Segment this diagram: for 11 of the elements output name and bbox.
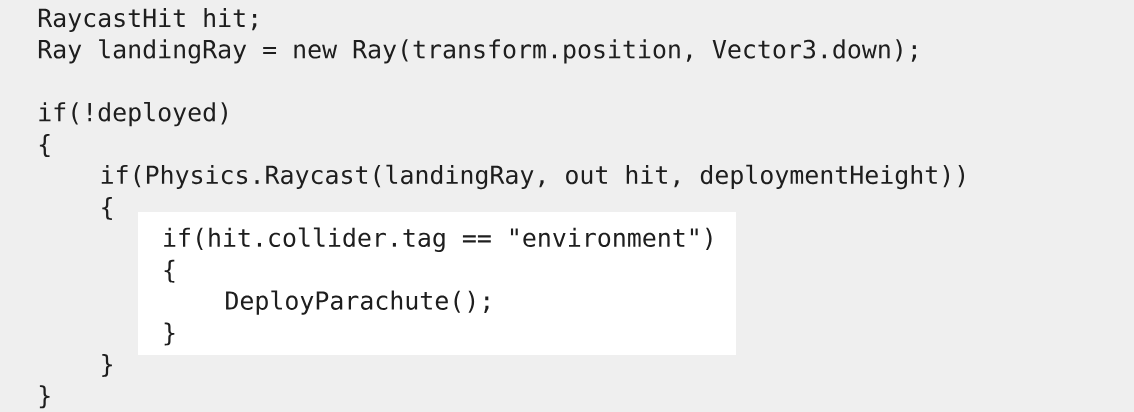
code-line: if(hit.collider.tag == "environment"): [164, 227, 712, 252]
code-line: {: [102, 196, 112, 220]
code-line: if(!deployed): [39, 102, 227, 127]
code-line: {: [164, 259, 175, 283]
code-line: {: [39, 134, 50, 158]
code-line: }: [164, 322, 175, 346]
code-line: Ray landingRay = new Ray(transform.position, Vector3.down);: [38, 39, 916, 64]
code-line: RaycastHit hit;: [38, 7, 257, 33]
code-line: }: [39, 385, 50, 409]
code-line: DeployParachute();: [226, 290, 489, 315]
code-line: }: [102, 353, 112, 377]
